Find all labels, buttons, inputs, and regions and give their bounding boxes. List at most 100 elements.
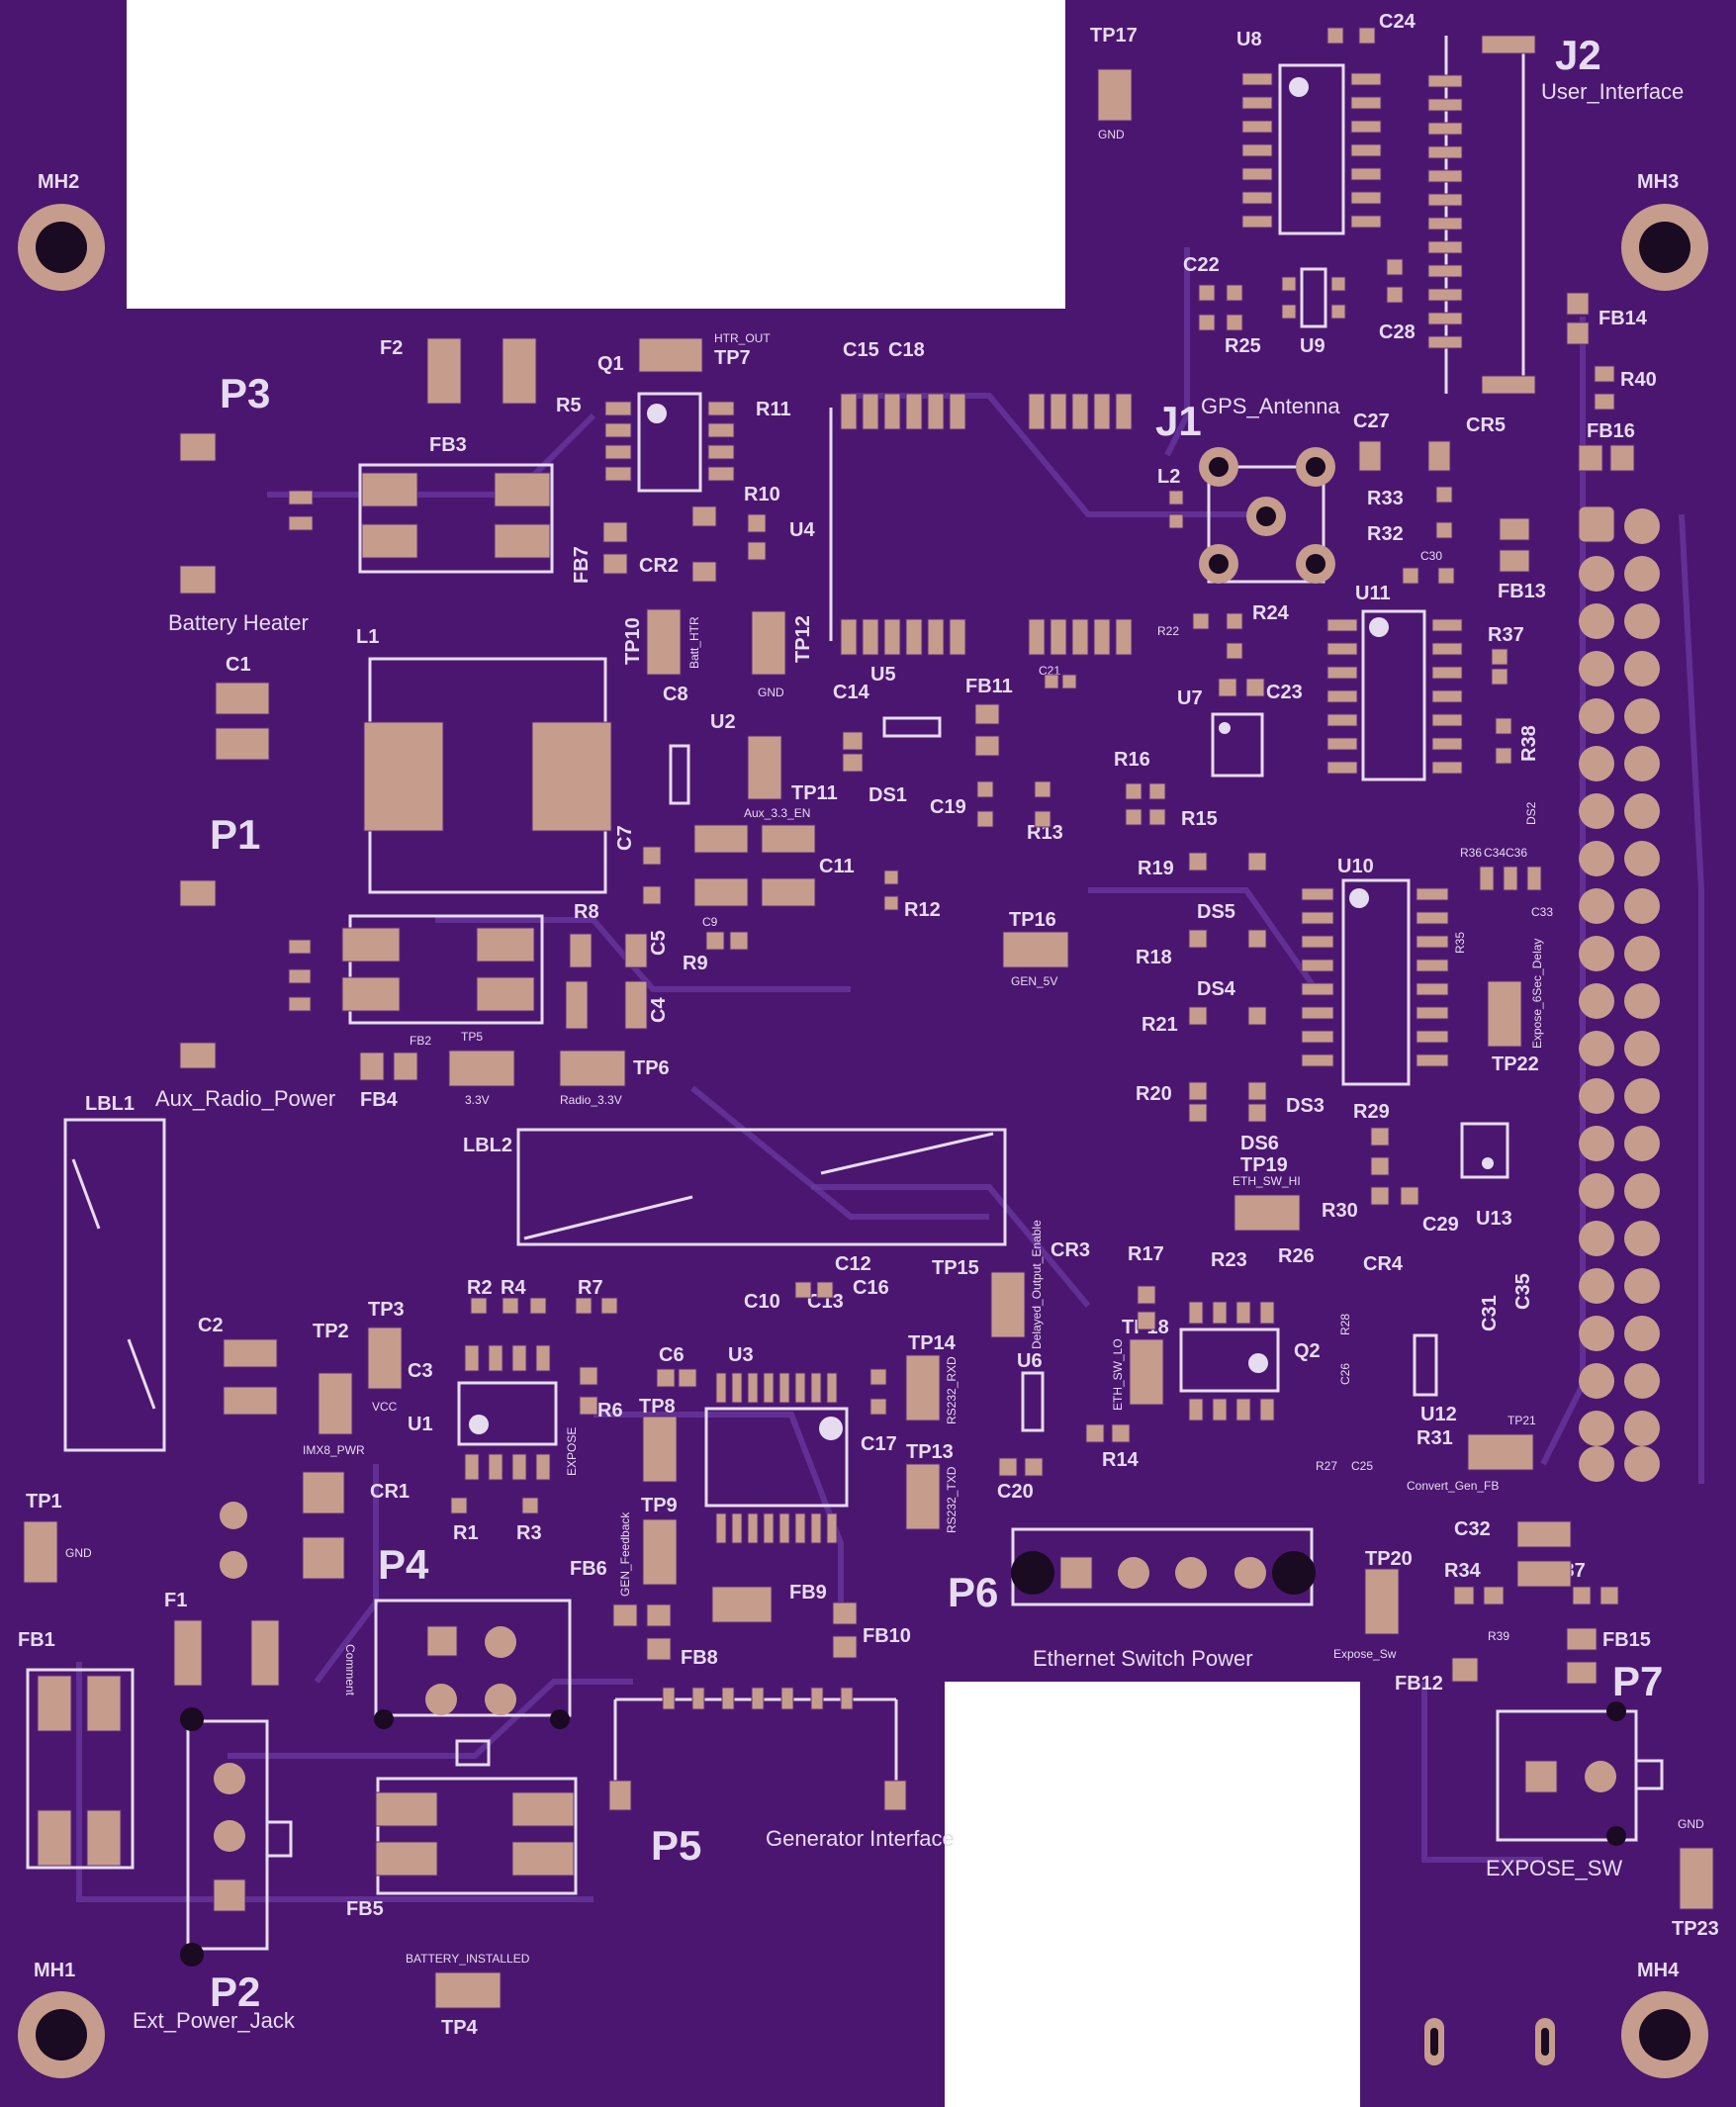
- tp7-note: HTR_OUT: [714, 331, 771, 345]
- ferrite-fb4: FB4: [359, 1052, 418, 1111]
- c10-label: C10: [744, 1291, 780, 1313]
- tp10-ref: TP10: [622, 617, 644, 665]
- tp9-ref: TP9: [641, 1495, 678, 1516]
- test-point-tp16: TP16 GEN_5V: [1002, 909, 1069, 988]
- tp8-note: EXPOSE: [565, 1427, 579, 1476]
- test-point-tp7: TP7 HTR_OUT: [638, 331, 771, 373]
- r35-label: R35: [1453, 932, 1467, 954]
- u6-label: U6: [1017, 1350, 1043, 1372]
- j2-pads: [1427, 74, 1463, 349]
- c18-label: C18: [888, 339, 925, 361]
- ic-u9: U9: [1281, 267, 1346, 357]
- fb14-label: FB14: [1599, 308, 1648, 329]
- p7-ref: P7: [1612, 1658, 1663, 1704]
- tp19-ref: TP19: [1240, 1154, 1288, 1176]
- fb12-label: FB12: [1395, 1673, 1443, 1695]
- c24-label: C24: [1379, 11, 1416, 33]
- passive-pads: [450, 27, 1635, 1685]
- p4-name: Comment: [343, 1644, 357, 1696]
- c32-label: C32: [1454, 1518, 1491, 1540]
- ds5-label: DS6: [1240, 1133, 1279, 1154]
- cr2-label: CR2: [639, 555, 679, 577]
- tp12-ref: TP12: [792, 615, 814, 663]
- c13-label: C13: [807, 1291, 844, 1313]
- header-connector: [1578, 505, 1660, 1482]
- tp10-note: Batt_HTR: [687, 616, 701, 669]
- c25-label: C25: [1351, 1459, 1373, 1473]
- capacitor-c1: C1: [215, 654, 270, 761]
- traces: [76, 247, 1704, 1902]
- tp15-note: Delayed_Output_Enable: [1030, 1220, 1044, 1349]
- ic-u6: U6: [1017, 1350, 1045, 1432]
- tp17-ref: TP17: [1090, 25, 1138, 46]
- p2-ref: P2: [210, 1969, 260, 2015]
- lbl2-label: LBL2: [463, 1135, 512, 1156]
- tp17-note: GND: [1098, 128, 1125, 141]
- r14-label: R14: [1102, 1449, 1140, 1471]
- tp18-note: ETH_SW_LO: [1111, 1338, 1125, 1411]
- ferrite-fb3: FB3: [288, 434, 554, 574]
- c35-label: C35: [1512, 1273, 1534, 1310]
- c29-label: C29: [1422, 1214, 1459, 1236]
- tp19-note: ETH_SW_HI: [1233, 1174, 1301, 1188]
- ref-labels: R5 R11 R10 CR2 FB7 C8 C7 C11 R8 C5 C4 C9…: [408, 308, 1657, 1695]
- capacitor-c2: C2: [198, 1315, 278, 1416]
- ds1-label: DS1: [868, 784, 907, 806]
- mh3-label: MH3: [1637, 171, 1679, 193]
- ic-u7: U7: [1177, 687, 1264, 778]
- fb3-label: FB3: [429, 434, 467, 456]
- r40-label: R40: [1620, 369, 1657, 391]
- tp16-note: GEN_5V: [1011, 974, 1057, 988]
- r25-label: R25: [1225, 335, 1261, 357]
- diode-cr1: CR1: [220, 1471, 410, 1580]
- tp7-ref: TP7: [714, 347, 751, 369]
- r20-label: R20: [1136, 1083, 1172, 1105]
- c15-label: C15: [843, 339, 879, 361]
- u10-label: U10: [1337, 856, 1374, 877]
- tp12-note: GND: [758, 686, 784, 699]
- c36-label: C36: [1506, 846, 1527, 860]
- tp6-ref: TP6: [633, 1057, 670, 1079]
- test-point-tp23: GND TP23: [1672, 1817, 1719, 1940]
- tp23-ref: TP23: [1672, 1918, 1719, 1940]
- test-point-tp21: TP21 Convert_Gen_FB: [1407, 1414, 1536, 1493]
- c17-label: C17: [861, 1433, 897, 1455]
- connector-j2: J2 User_Interface: [1444, 32, 1684, 395]
- p5-name: Generator Interface: [766, 1826, 955, 1851]
- ic-u12: U12: [1413, 1333, 1457, 1425]
- fb16-label: FB16: [1587, 420, 1635, 442]
- test-point-tp22: TP22 Expose_6Sec_Delay: [1487, 939, 1544, 1075]
- p4-ref: P4: [378, 1541, 429, 1588]
- tp11-ref: TP11: [791, 782, 838, 804]
- r23-label: R23: [1211, 1249, 1247, 1271]
- u9-label: U9: [1300, 335, 1325, 357]
- cr3-label: CR3: [1051, 1239, 1090, 1261]
- r4-label: R4: [501, 1277, 526, 1299]
- p1-ref: P1: [210, 811, 260, 858]
- j2-name: User_Interface: [1541, 79, 1684, 104]
- q2-label: Q2: [1294, 1340, 1321, 1362]
- r6-label: R6: [597, 1400, 623, 1421]
- connector-p6: P6 Ethernet Switch Power: [948, 1527, 1316, 1671]
- c5-label: C5: [648, 930, 670, 956]
- r33-label: R33: [1367, 488, 1404, 509]
- connector-p7: P7 EXPOSE_SW: [1486, 1658, 1664, 1880]
- u4-top-pads: [840, 393, 1133, 430]
- u7-label: U7: [1177, 687, 1203, 709]
- label-lbl1: LBL1: [63, 1093, 166, 1452]
- c23-label: C23: [1266, 682, 1303, 703]
- test-point-tp4: BATTERY_INSTALLED TP4: [406, 1952, 530, 2039]
- ic-u3: U3: [704, 1344, 849, 1544]
- test-point-tp20: TP20 Expose_Sw: [1333, 1548, 1413, 1661]
- u4-bottom-pads: [840, 618, 1133, 656]
- mounting-hole-mh3: MH3: [1621, 171, 1708, 291]
- r37-label: R37: [1488, 624, 1524, 646]
- u13-label: U13: [1476, 1208, 1512, 1230]
- tp5-ref: TP5: [461, 1030, 483, 1044]
- connector-p2: P2 Ext_Power_Jack: [133, 1707, 296, 2033]
- r1-label: R1: [453, 1522, 479, 1544]
- r26-label: R26: [1278, 1245, 1315, 1267]
- tp14-ref: TP14: [908, 1332, 957, 1354]
- test-point-tp19: TP19 ETH_SW_HI: [1233, 1154, 1301, 1232]
